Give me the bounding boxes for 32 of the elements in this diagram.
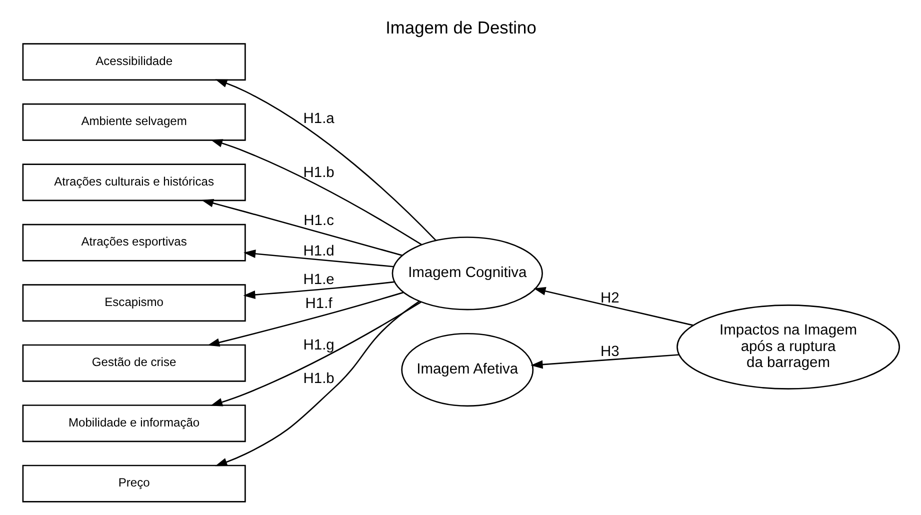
node-box: Escapismo (22, 284, 246, 322)
arrow (207, 291, 404, 346)
edge-label: H1.d (302, 243, 334, 260)
edge-label: H2 (600, 290, 619, 306)
arrow (214, 78, 436, 240)
node-box: Mobilidade e informação (22, 404, 246, 442)
node-box: Acessibilidade (22, 42, 246, 80)
arrow (200, 198, 402, 256)
node-box: Gestão de crise (22, 344, 246, 382)
edge-label: H1.b (302, 370, 334, 386)
edge-label: H3 (600, 344, 619, 360)
arrow (533, 286, 693, 326)
arrow (242, 280, 394, 298)
arrow (210, 138, 422, 245)
node-box: Preço (22, 464, 246, 502)
arrow (243, 249, 394, 267)
node-box: Atrações culturais e históricas (22, 163, 246, 201)
edge-label: H1.g (302, 336, 334, 353)
diagram-title: Imagem de Destino (385, 17, 536, 38)
node-ellipse: Imagem Afetiva (400, 332, 534, 406)
edge-label: H1.f (304, 295, 332, 312)
arrow (210, 301, 421, 406)
arrow (530, 354, 679, 368)
edge-label: H1.c (303, 212, 334, 228)
arrow (214, 300, 419, 466)
node-box: Ambiente selvagem (22, 102, 246, 140)
edge-label: H1.e (302, 271, 334, 288)
node-ellipse: Imagem Cognitiva (391, 236, 542, 310)
edge-label: H1.a (302, 110, 334, 127)
edge-label: H1.b (302, 164, 334, 180)
node-ellipse: Impactos na Imagem após a ruptura da barragem (676, 304, 900, 389)
node-box: Atrações esportivas (22, 223, 246, 261)
